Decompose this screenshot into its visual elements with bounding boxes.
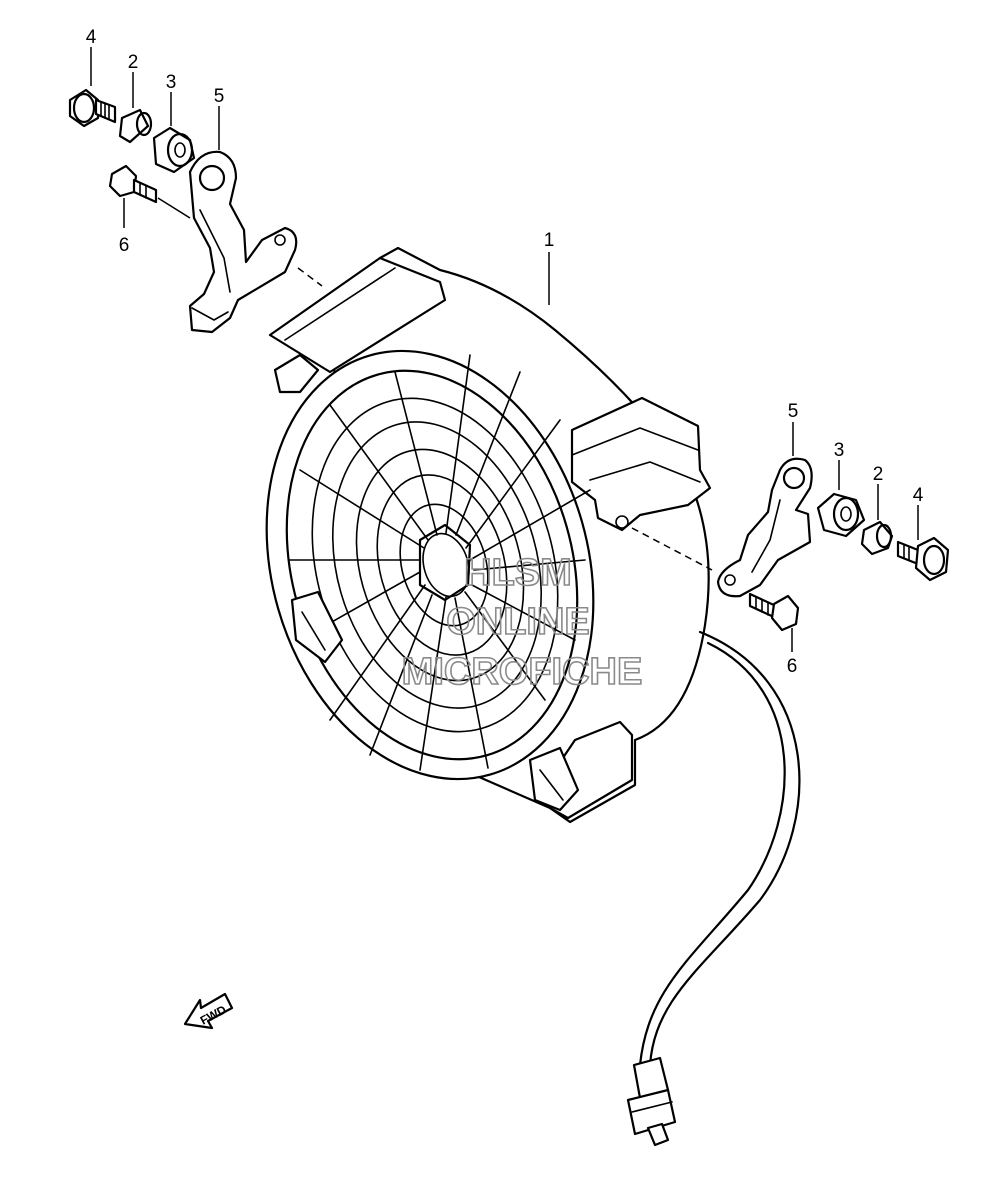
svg-text:HLSM: HLSM xyxy=(464,552,572,594)
bracket-right xyxy=(631,422,813,598)
callout-5-right: 5 xyxy=(788,401,799,422)
screw-left xyxy=(108,164,191,228)
callout-3-left: 3 xyxy=(166,72,177,93)
callout-2-left: 2 xyxy=(128,52,139,73)
top-rail xyxy=(268,256,447,374)
spacer-right xyxy=(860,484,894,556)
connector xyxy=(626,1056,677,1147)
callout-1-fan-assembly: 1 xyxy=(544,230,555,251)
screw-right xyxy=(748,592,800,652)
callout-4-left: 4 xyxy=(86,27,97,48)
grille-ear-bottom xyxy=(528,746,580,812)
svg-text:ONLINE: ONLINE xyxy=(446,601,590,643)
fwd-direction-arrow: FWD xyxy=(183,992,234,1030)
grommet-left xyxy=(152,92,196,174)
fan-assembly xyxy=(265,246,801,1147)
flange-bolt-right xyxy=(896,505,950,582)
callout-6-left: 6 xyxy=(119,235,130,256)
callout-4-right: 4 xyxy=(913,485,924,506)
bracket-left xyxy=(188,106,323,334)
svg-text:MICROFICHE: MICROFICHE xyxy=(402,651,643,693)
wire-harness xyxy=(648,630,801,1067)
fan-grille xyxy=(265,349,595,781)
grille-ear-left xyxy=(273,353,320,394)
grille-ear-lower-left xyxy=(290,590,344,664)
flange-bolt-left xyxy=(68,47,117,128)
callout-2-right: 2 xyxy=(873,464,884,485)
watermark: HLSM ONLINE MICROFICHE xyxy=(401,551,643,694)
spacer-left xyxy=(118,72,153,144)
callout-3-right: 3 xyxy=(834,440,845,461)
callout-6-right: 6 xyxy=(787,656,798,677)
callout-5-left: 5 xyxy=(214,86,225,107)
grommet-right xyxy=(816,460,866,538)
